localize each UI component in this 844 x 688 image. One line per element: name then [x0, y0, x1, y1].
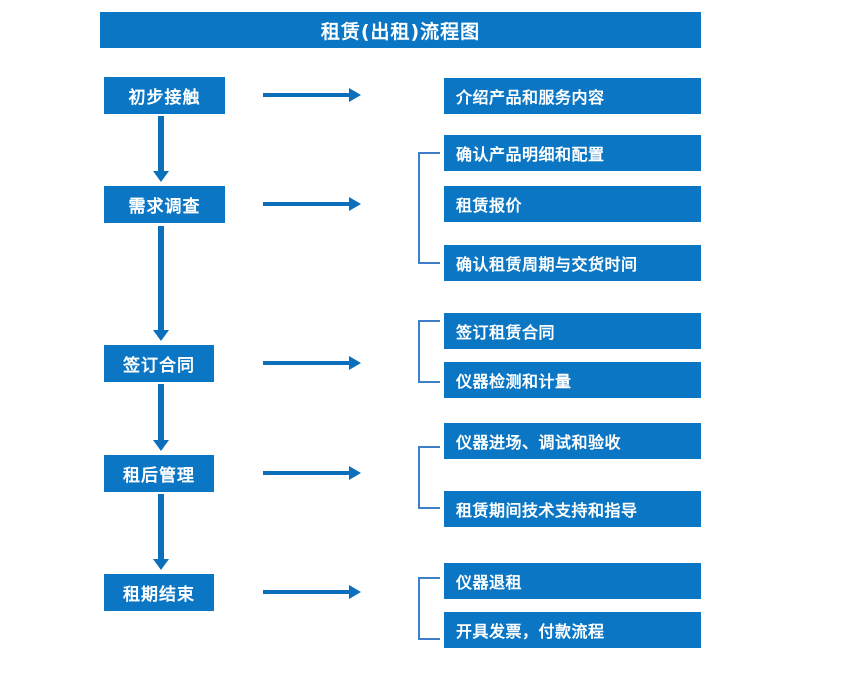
diagram-title: 租赁(出租)流程图 — [100, 12, 701, 48]
stage-box-post-rental-management[interactable]: 租后管理 — [104, 455, 214, 492]
detail-box-invoice-payment[interactable]: 开具发票，付款流程 — [444, 612, 701, 648]
detail-box-confirm-product-details[interactable]: 确认产品明细和配置 — [444, 135, 701, 171]
stage-box-lease-end[interactable]: 租期结束 — [104, 574, 214, 611]
bracket-requirement-survey — [418, 152, 440, 264]
detail-box-rental-quotation[interactable]: 租赁报价 — [444, 186, 701, 222]
vertical-arrow-initial-to-survey — [153, 116, 169, 182]
vertical-arrow-survey-to-contract — [153, 226, 169, 341]
stage-box-requirement-survey[interactable]: 需求调查 — [104, 186, 225, 223]
detail-box-confirm-lease-period[interactable]: 确认租赁周期与交货时间 — [444, 245, 701, 281]
bracket-sign-contract — [418, 320, 440, 383]
stage-box-initial-contact[interactable]: 初步接触 — [104, 77, 225, 114]
horizontal-arrow-post-rental-management — [263, 466, 361, 480]
horizontal-arrow-initial-contact — [263, 88, 361, 102]
horizontal-arrow-lease-end — [263, 585, 361, 599]
horizontal-arrow-requirement-survey — [263, 197, 361, 211]
detail-box-instrument-return[interactable]: 仪器退租 — [444, 563, 701, 599]
bracket-post-rental-management — [418, 446, 440, 509]
vertical-arrow-management-to-lease-end — [153, 494, 169, 570]
detail-box-introduce-products[interactable]: 介绍产品和服务内容 — [444, 78, 701, 114]
detail-box-sign-lease-agreement[interactable]: 签订租赁合同 — [444, 313, 701, 349]
detail-box-instrument-inspection[interactable]: 仪器检测和计量 — [444, 362, 701, 398]
horizontal-arrow-sign-contract — [263, 356, 361, 370]
detail-box-instrument-entry-commissioning[interactable]: 仪器进场、调试和验收 — [444, 423, 701, 459]
detail-box-technical-support[interactable]: 租赁期间技术支持和指导 — [444, 491, 701, 527]
stage-box-sign-contract[interactable]: 签订合同 — [104, 345, 214, 382]
vertical-arrow-contract-to-management — [153, 384, 169, 451]
bracket-lease-end — [418, 577, 440, 640]
